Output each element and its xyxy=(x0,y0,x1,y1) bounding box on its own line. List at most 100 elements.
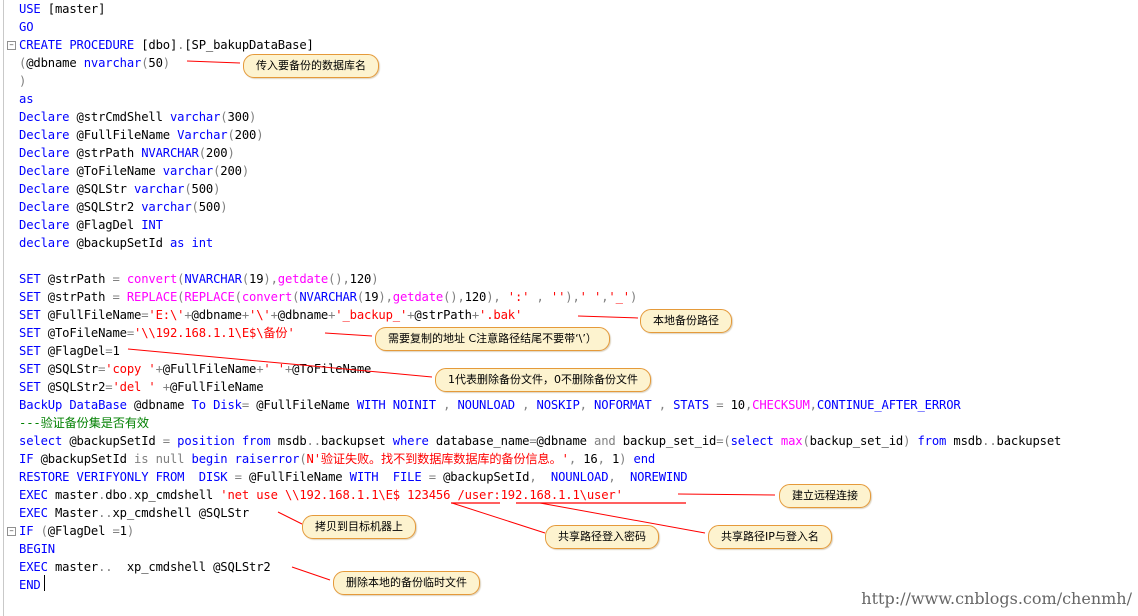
code-line: (@dbname nvarchar(50) xyxy=(19,54,170,72)
code-line: Declare @SQLStr varchar(500) xyxy=(19,180,220,198)
code-token: ( xyxy=(802,434,810,448)
code-token: + xyxy=(155,362,163,376)
code-token: + xyxy=(256,362,264,376)
code-token: '' xyxy=(550,290,566,304)
code-token: = xyxy=(126,326,134,340)
code-token: 1 xyxy=(611,452,620,466)
code-token: IF xyxy=(19,524,41,538)
code-token: @FlagDel xyxy=(47,344,106,358)
code-token: + xyxy=(471,308,479,322)
code-token: SET xyxy=(19,290,48,304)
code-token: @FullFileName xyxy=(76,128,178,142)
code-token: varchar xyxy=(141,200,192,214)
code-token: = xyxy=(112,290,127,304)
code-token: @backupSetId xyxy=(69,434,163,448)
collapse-toggle-icon[interactable] xyxy=(7,41,16,50)
arrow-dbname xyxy=(186,60,241,64)
code-token: 10 xyxy=(730,398,746,412)
code-token: select xyxy=(19,434,70,448)
code-token: 'net use \\192.168.1.1\E$ 123456 /user:1… xyxy=(220,488,623,502)
code-token: ( xyxy=(19,56,27,70)
code-token: + xyxy=(162,380,170,394)
arrow-local-path xyxy=(577,315,639,319)
code-token: raiserror xyxy=(234,452,300,466)
code-token: .. xyxy=(98,560,127,574)
code-token: .. xyxy=(306,434,322,448)
code-token: '_' xyxy=(608,290,630,304)
code-token: @strCmdShell xyxy=(76,110,170,124)
code-token: [SP_bakupDataBase] xyxy=(184,38,314,52)
code-token: , xyxy=(608,470,630,484)
code-token: CHECKSUM xyxy=(752,398,810,412)
code-token: NOREWIND xyxy=(629,470,688,484)
code-token: SET xyxy=(19,326,48,340)
callout-local-backup-path: 本地备份路径 xyxy=(640,309,732,333)
code-token: . xyxy=(126,488,134,502)
code-token: Declare xyxy=(19,128,77,142)
code-token: Declare xyxy=(19,200,77,214)
code-line: EXEC master.. xp_cmdshell @SQLStr2 xyxy=(19,558,271,576)
code-token: nvarchar xyxy=(83,56,142,70)
code-token: @SQLStr xyxy=(76,182,134,196)
code-token: ' ' xyxy=(263,362,285,376)
code-token: '.bak' xyxy=(479,308,523,322)
code-token: and xyxy=(594,434,623,448)
code-token: WITH FILE xyxy=(349,470,429,484)
code-line: BackUp DataBase @dbname To Disk= @FullFi… xyxy=(19,396,961,414)
code-token: EXEC xyxy=(19,488,55,502)
callout-flag-del: 1代表删除备份文件，0不删除备份文件 xyxy=(435,368,651,392)
code-token: ( xyxy=(220,110,228,124)
code-token: 120 xyxy=(464,290,487,304)
code-token: Varchar xyxy=(177,128,228,142)
code-token: msdb xyxy=(953,434,983,448)
collapse-toggle-icon[interactable] xyxy=(7,527,16,536)
code-token: REPLACE xyxy=(184,290,235,304)
code-token: position xyxy=(177,434,242,448)
text-caret xyxy=(44,575,45,591)
code-line: Declare @ToFileName varchar(200) xyxy=(19,162,249,180)
code-token: ( xyxy=(141,56,149,70)
code-line: END xyxy=(19,576,41,594)
watermark-url: http://www.cnblogs.com/chenmh/ xyxy=(861,589,1132,608)
code-token: ) xyxy=(126,524,134,538)
callout-delete-local: 删除本地的备份临时文件 xyxy=(333,571,480,595)
code-token: ( xyxy=(292,290,300,304)
code-token: 16 xyxy=(583,452,598,466)
code-token: SET xyxy=(19,380,48,394)
code-token: [dbo] xyxy=(141,38,178,52)
code-token: @FullFileName xyxy=(256,398,357,412)
arrow-delete-local xyxy=(291,566,331,581)
arrow-share-password xyxy=(451,502,546,534)
code-token: 200 xyxy=(220,164,242,178)
code-token: ( xyxy=(191,200,199,214)
code-line: Declare @FullFileName Varchar(200) xyxy=(19,126,264,144)
code-token: EXEC xyxy=(19,560,55,574)
code-token: , xyxy=(597,452,612,466)
code-token: + xyxy=(407,308,415,322)
code-line: USE [master] xyxy=(19,0,105,18)
code-token: @dbname xyxy=(26,56,84,70)
code-token: getdate xyxy=(277,272,329,286)
code-token: @FlagDel xyxy=(47,524,113,538)
code-token: =( xyxy=(716,434,731,448)
code-line: CREATE PROCEDURE [dbo].[SP_bakupDataBase… xyxy=(19,36,314,54)
code-token: declare xyxy=(19,236,77,250)
code-token: Master xyxy=(54,506,99,520)
code-token: NVARCHAR xyxy=(184,272,242,286)
code-token: from xyxy=(917,434,954,448)
code-token: @SQLStr xyxy=(198,506,249,520)
code-token: IF xyxy=(19,452,41,466)
code-line: Declare @FlagDel INT xyxy=(19,216,163,234)
code-token: ) xyxy=(220,200,228,214)
code-token: = xyxy=(141,308,149,322)
code-token: INT xyxy=(141,218,163,232)
code-token: 120 xyxy=(349,272,372,286)
annotation-arrows xyxy=(127,60,776,581)
code-token: 1 xyxy=(112,344,120,358)
code-token: , xyxy=(658,398,674,412)
code-token: backupset xyxy=(996,434,1069,448)
code-token: xp_cmdshell xyxy=(112,506,199,520)
code-line: Declare @SQLStr2 varchar(500) xyxy=(19,198,228,216)
